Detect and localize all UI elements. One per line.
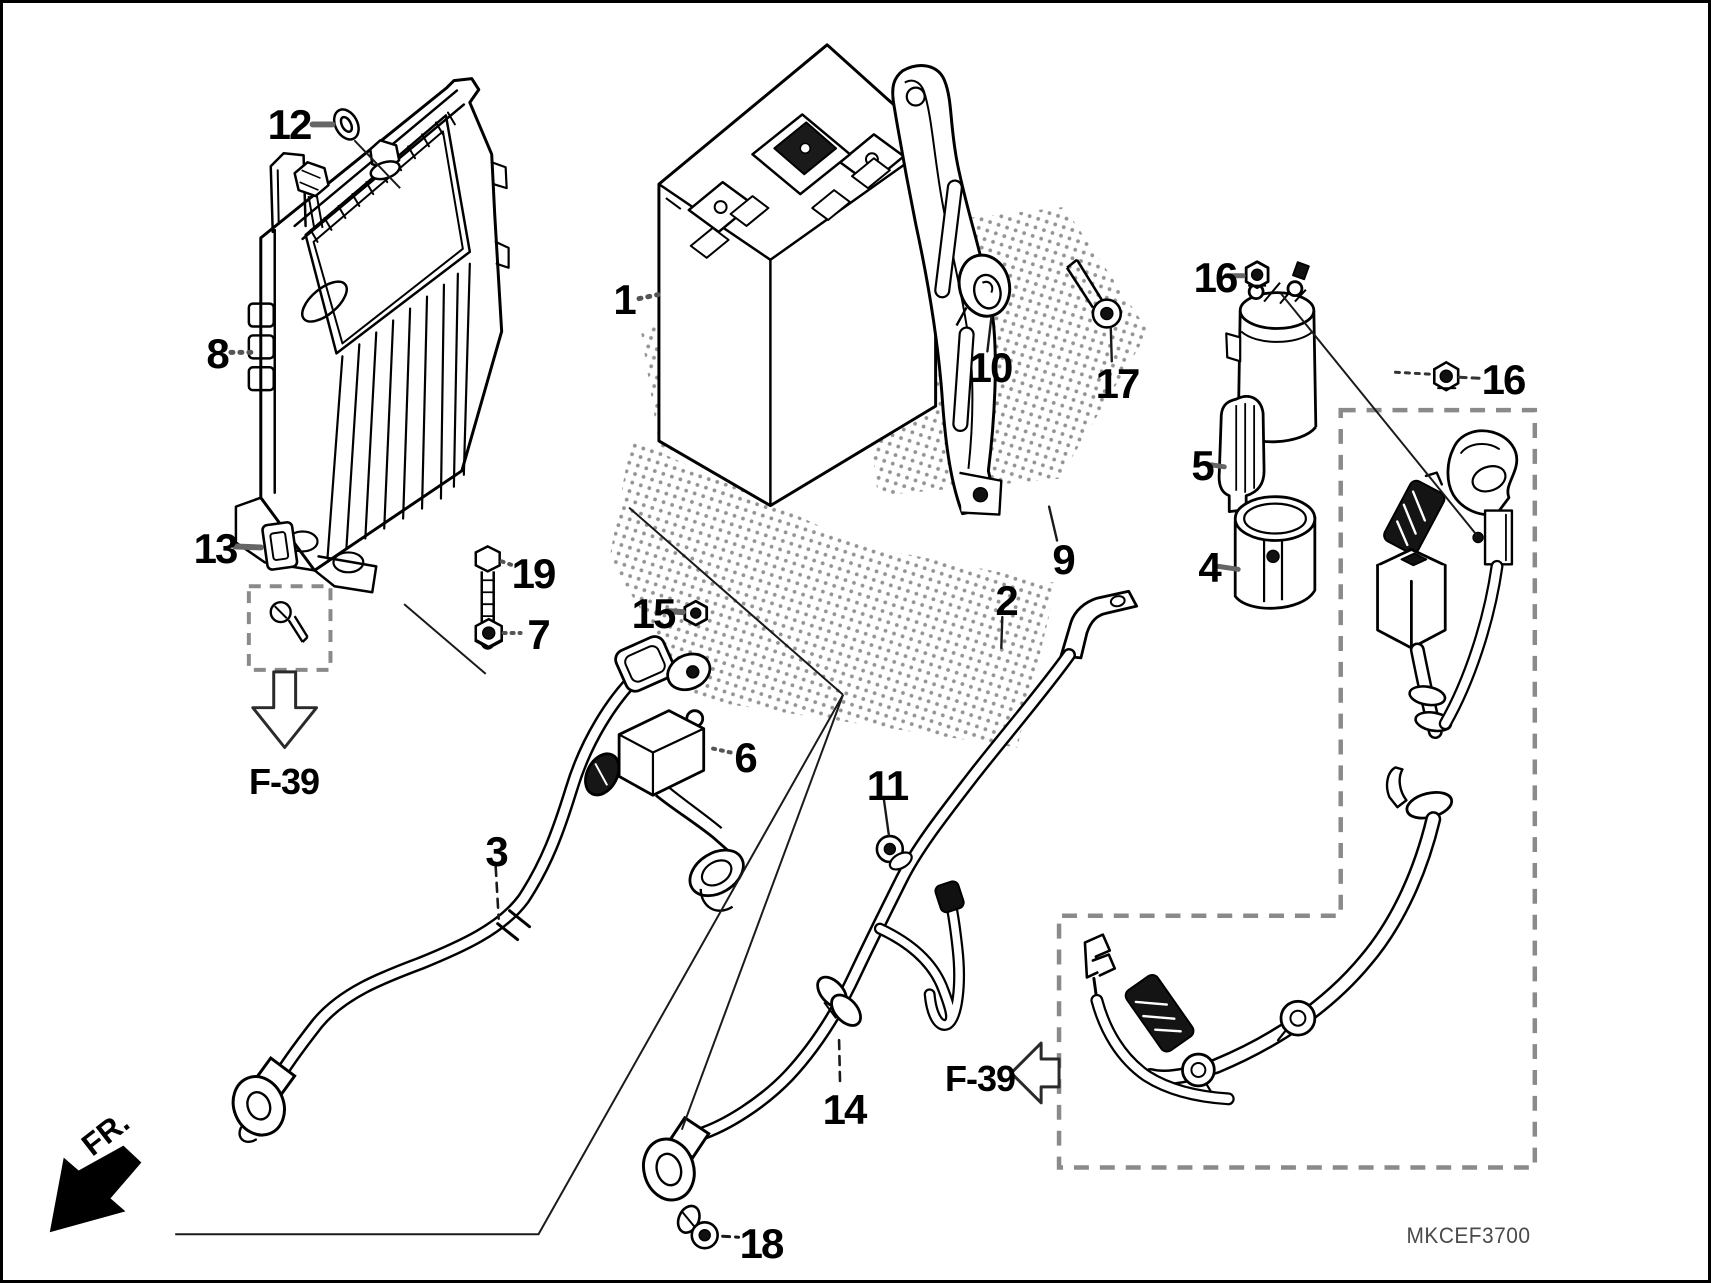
f39-left-arrow: [1009, 1041, 1061, 1105]
screw-dashed-box: [246, 584, 333, 672]
dashed-reference-boxes: [246, 407, 1538, 1170]
solenoid-illustration: [1225, 260, 1318, 444]
part-callout-10: 10: [968, 344, 1014, 391]
bolt-12-illustration: [293, 108, 401, 231]
part-callout-2: 2: [995, 577, 1018, 624]
part-callout-15: 15: [631, 590, 677, 637]
part-callout-18: 18: [739, 1220, 785, 1267]
nut-16-right-illustration: [1432, 360, 1460, 392]
part-callout-8: 8: [206, 330, 229, 377]
part-callout-16: 16: [1193, 254, 1239, 301]
f39-down-arrow: [251, 670, 319, 749]
part-callout-1: 1: [613, 276, 636, 323]
nut-15-illustration: [683, 599, 709, 627]
bolt-19-nut-7-illustration: [474, 545, 503, 650]
part-callout-16: 16: [1481, 356, 1527, 403]
part-callout-4: 4: [1198, 544, 1221, 591]
section-ref-f39-left: F-39: [944, 1058, 1016, 1099]
callout-leaders: [228, 121, 1481, 1239]
cable-boot-illustration: [614, 599, 712, 693]
part-callout-13: 13: [193, 525, 239, 572]
fr-direction-arrow: [49, 1145, 142, 1233]
terminal-boot-illustration: [1217, 395, 1266, 514]
part-callout-3: 3: [485, 828, 508, 875]
diagram-code: MKCEF3700: [1406, 1223, 1530, 1248]
clamp-14-illustration: [816, 975, 862, 1027]
terminal-cap-illustration: [1233, 495, 1317, 610]
starter-cable-illustration: [641, 589, 1139, 1202]
reference-lines: [175, 139, 1478, 1236]
harness-dashed-box: [1056, 407, 1538, 1170]
battery-sensor-illustration: [584, 709, 745, 912]
part-callout-6: 6: [734, 734, 757, 781]
section-ref-f39-down: F-39: [248, 761, 320, 802]
battery-strap-illustration: [891, 64, 1003, 516]
part-callout-12: 12: [267, 101, 313, 148]
part-callout-7: 7: [527, 611, 550, 658]
part-callout-11: 11: [866, 762, 909, 809]
exploded-parts-drawing: [49, 43, 1538, 1250]
part-callout-17: 17: [1095, 360, 1141, 407]
bolt-18-illustration: [676, 1204, 719, 1250]
harness-assembly-illustration: [1083, 429, 1519, 1106]
part-callout-19: 19: [511, 550, 557, 597]
bolt-17-illustration: [1065, 258, 1123, 329]
part-callout-14: 14: [822, 1086, 868, 1133]
nut-16-left-illustration: [1244, 260, 1270, 290]
grommet-illustration: [955, 253, 1012, 327]
part-callout-9: 9: [1052, 536, 1075, 583]
earth-cable-illustration: [231, 670, 643, 1144]
battery-illustration: [657, 43, 938, 508]
clip-13-illustration: [261, 521, 299, 571]
bolt-11-illustration: [875, 834, 913, 871]
battery-box-illustration: [234, 77, 510, 594]
part-callout-5: 5: [1191, 442, 1214, 489]
screw-illustration: [269, 600, 309, 643]
